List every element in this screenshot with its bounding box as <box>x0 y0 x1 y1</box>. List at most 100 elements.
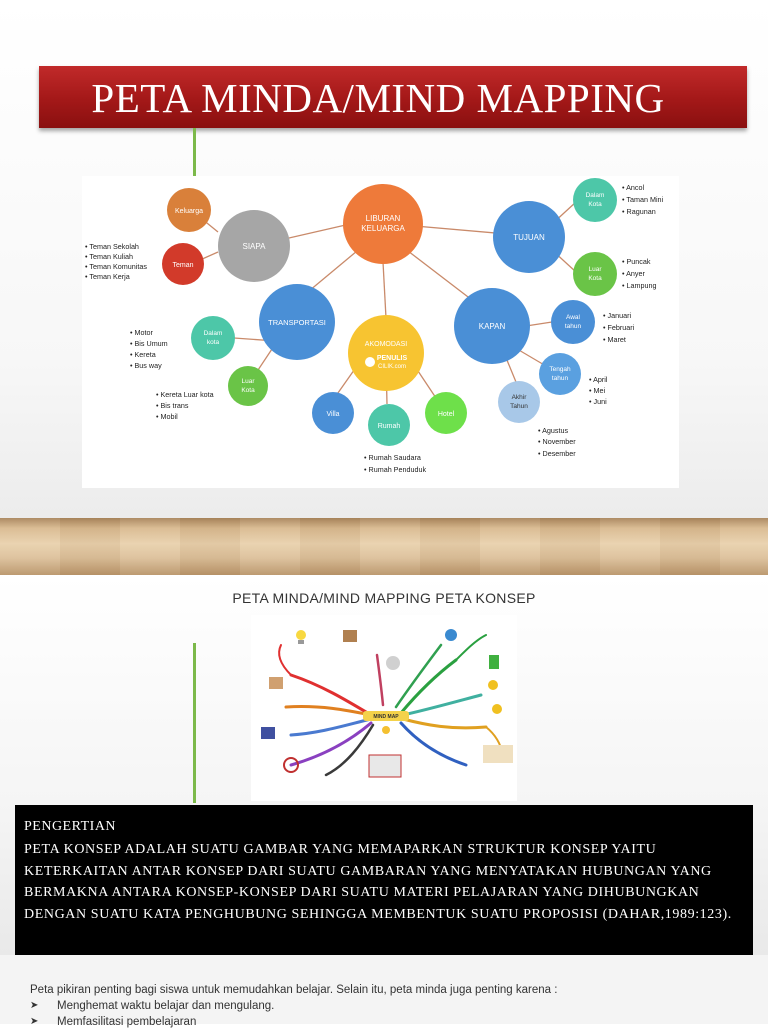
svg-text:Tengah: Tengah <box>549 366 571 373</box>
magnifier-figure-icon <box>386 656 400 670</box>
title-bar: PETA MINDA/MIND MAPPING <box>39 66 747 128</box>
books-icon <box>343 630 357 642</box>
accent-line <box>193 128 196 178</box>
list-tengah-tahun: • April • Mei • Juni <box>589 375 608 406</box>
slide-mind-mapping: PETA MINDA/MIND MAPPING <box>0 0 768 518</box>
node-trans-luar-kota: Luar Kota <box>228 366 268 406</box>
list-trans-dalam-kota: • Motor • Bis Umum • Kereta • Bus way <box>130 328 168 370</box>
svg-text:Luar: Luar <box>588 266 602 273</box>
list-dalam-kota: • Ancol • Taman Mini • Ragunan <box>622 183 664 216</box>
svg-text:tahun: tahun <box>565 323 582 330</box>
svg-text:Villa: Villa <box>326 411 339 418</box>
people-group-icon <box>483 745 513 763</box>
svg-text:• Mobil: • Mobil <box>156 412 178 421</box>
letter-h-icon <box>489 655 499 669</box>
svg-text:• Rumah Penduduk: • Rumah Penduduk <box>364 465 426 474</box>
node-akhir-tahun: Akhir Tahun <box>498 381 540 423</box>
svg-text:• Ancol: • Ancol <box>622 183 645 192</box>
svg-text:• Rumah Saudara: • Rumah Saudara <box>364 453 421 462</box>
node-keluarga: Keluarga <box>167 188 211 232</box>
svg-text:KELUARGA: KELUARGA <box>361 224 405 233</box>
node-luar-kota: Luar Kota <box>573 252 617 296</box>
svg-text:• Bus way: • Bus way <box>130 361 162 370</box>
svg-text:• Januari: • Januari <box>603 311 631 320</box>
svg-text:• Ragunan: • Ragunan <box>622 207 656 216</box>
node-akomodasi: AKOMODASI PENULIS CILIK.com <box>348 315 424 391</box>
svg-text:AKOMODASI: AKOMODASI <box>365 341 407 348</box>
svg-text:Dalam: Dalam <box>586 192 605 199</box>
svg-text:Hotel: Hotel <box>438 411 455 418</box>
svg-text:Kota: Kota <box>241 387 255 394</box>
lightbulb-icon <box>296 630 306 640</box>
svg-text:• Juni: • Juni <box>589 397 607 406</box>
svg-text:PENULIS: PENULIS <box>377 355 408 362</box>
svg-text:• Desember: • Desember <box>538 449 576 458</box>
node-tengah-tahun: Tengah tahun <box>539 353 581 395</box>
svg-text:SIAPA: SIAPA <box>243 242 267 251</box>
svg-text:• Lampung: • Lampung <box>622 281 657 290</box>
svg-text:• Teman Kerja: • Teman Kerja <box>85 272 130 281</box>
arrow-bullet-icon: ➤ <box>30 1016 39 1027</box>
svg-text:• Maret: • Maret <box>603 335 626 344</box>
smiley-icon <box>488 680 498 690</box>
intro-paragraph: Peta pikiran penting bagi siswa untuk me… <box>30 984 558 996</box>
node-transportasi: TRANSPORTASI <box>259 284 335 360</box>
node-hotel: Hotel <box>425 392 467 434</box>
wood-separator-band <box>0 518 768 575</box>
list-item-text: Memfasilitasi pembelajaran <box>57 1016 197 1028</box>
mind-map-diagram: LIBURAN KELUARGA SIAPA Keluarga Teman • … <box>85 178 664 474</box>
slide-pentingnya-peta-minda: Peta pikiran penting bagi siswa untuk me… <box>0 955 768 1028</box>
smiley-icon <box>492 704 502 714</box>
definition-heading: PENGERTIAN <box>24 819 117 834</box>
slide-subtitle: PETA MINDA/MIND MAPPING PETA KONSEP <box>232 590 536 606</box>
list-rumah: • Rumah Saudara • Rumah Penduduk <box>364 453 426 474</box>
mind-map-illustration-diagram: MIND MAP <box>261 629 513 778</box>
list-akhir-tahun: • Agustus • November • Desember <box>538 426 576 458</box>
svg-text:Kota: Kota <box>588 275 602 282</box>
node-tujuan: TUJUAN <box>493 201 565 273</box>
penulis-cilik-logo-icon <box>365 357 375 367</box>
node-teman: Teman <box>162 243 204 285</box>
node-trans-dalam-kota: Dalam kota <box>191 316 235 360</box>
svg-text:• Teman Kuliah: • Teman Kuliah <box>85 252 133 261</box>
mind-map-liburan-keluarga: LIBURAN KELUARGA SIAPA Keluarga Teman • … <box>82 176 679 488</box>
svg-text:LIBURAN: LIBURAN <box>366 214 401 223</box>
list-awal-tahun: • Januari • Februari • Maret <box>603 311 635 344</box>
svg-text:• Bis trans: • Bis trans <box>156 401 189 410</box>
svg-text:• Motor: • Motor <box>130 328 153 337</box>
node-kapan: KAPAN <box>454 288 530 364</box>
slide-title: PETA MINDA/MIND MAPPING <box>91 75 665 121</box>
svg-text:• Teman Sekolah: • Teman Sekolah <box>85 242 139 251</box>
svg-text:• Kereta: • Kereta <box>130 350 156 359</box>
node-awal-tahun: Awal tahun <box>551 300 595 344</box>
svg-text:• Februari: • Februari <box>603 323 635 332</box>
svg-text:tahun: tahun <box>552 375 569 382</box>
mind-map-illustration: MIND MAP <box>251 615 517 801</box>
mind-map-center-box <box>363 711 409 721</box>
svg-text:Rumah: Rumah <box>378 423 401 430</box>
box-icon <box>368 754 402 778</box>
node-liburan-keluarga: LIBURAN KELUARGA <box>343 184 423 264</box>
trophy-icon <box>445 629 457 641</box>
svg-text:• April: • April <box>589 375 608 384</box>
node-rumah: Rumah <box>368 404 410 446</box>
svg-text:• Kereta Luar kota: • Kereta Luar kota <box>156 390 214 399</box>
emoji-icon <box>382 726 390 734</box>
svg-text:Tahun: Tahun <box>510 403 528 410</box>
svg-text:Awal: Awal <box>566 314 581 321</box>
svg-text:TUJUAN: TUJUAN <box>513 233 545 242</box>
accent-line <box>193 643 196 803</box>
svg-text:Teman: Teman <box>172 262 193 269</box>
node-villa: Villa <box>312 392 354 434</box>
svg-text:Luar: Luar <box>241 378 255 385</box>
svg-text:• Taman Mini: • Taman Mini <box>622 195 664 204</box>
arrow-bullet-icon: ➤ <box>30 1000 39 1011</box>
svg-text:• Puncak: • Puncak <box>622 257 651 266</box>
svg-text:kota: kota <box>207 339 220 346</box>
slide-peta-konsep: PETA MINDA/MIND MAPPING PETA KONSEP <box>0 575 768 955</box>
mind-map-branches <box>278 634 504 777</box>
node-dalam-kota: Dalam Kota <box>573 178 617 222</box>
node-siapa: SIAPA <box>218 210 290 282</box>
svg-text:Akhir: Akhir <box>512 394 528 401</box>
svg-text:CILIK.com: CILIK.com <box>378 364 406 370</box>
